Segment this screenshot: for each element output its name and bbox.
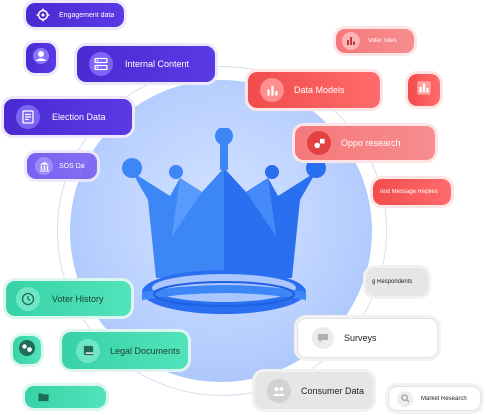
election-data-label: Election Data — [52, 112, 106, 122]
crown-icon — [122, 128, 326, 314]
respondents-label: g Respondents — [372, 279, 413, 285]
legal-documents-label: Legal Documents — [110, 345, 181, 356]
people-icon — [267, 378, 291, 403]
folder-icon — [35, 389, 51, 405]
oppo-research-pill[interactable]: Oppo research — [295, 126, 435, 160]
chat-icon — [312, 327, 334, 349]
outer-ring — [57, 66, 387, 396]
gear-icon — [34, 6, 52, 24]
data-models-label: Data Models — [294, 85, 345, 95]
search-icon — [397, 390, 413, 407]
people-icon-tile[interactable] — [13, 336, 41, 364]
user-icon-tile[interactable] — [26, 43, 56, 73]
building-icon — [35, 157, 53, 175]
folder-pill[interactable] — [25, 386, 106, 408]
legal-documents-pill[interactable]: Legal Documents — [62, 332, 188, 369]
user-icon — [32, 47, 50, 70]
bar-chart-tile[interactable] — [408, 74, 440, 106]
shapes-icon — [307, 131, 331, 155]
election-data-pill[interactable]: Election Data — [4, 99, 132, 135]
people-icon — [18, 339, 36, 362]
internal-content-label: Internal Content — [125, 59, 190, 69]
consumer-data-label: Consumer Data — [301, 385, 365, 396]
text-message-replies-pill[interactable]: Text Message Replies — [373, 179, 451, 205]
data-models-pill[interactable]: Data Models — [248, 72, 380, 108]
sos-data-pill[interactable]: SOS Da — [27, 153, 97, 179]
engagement-data-pill[interactable]: Engagement data — [26, 3, 124, 27]
surveys-pill[interactable]: Surveys — [297, 318, 438, 358]
document-list-icon — [16, 105, 40, 129]
text-message-replies-label: Text Message Replies — [379, 189, 438, 195]
oppo-research-label: Oppo research — [341, 138, 401, 148]
bar-chart-icon — [416, 80, 432, 101]
respondents-pill[interactable]: g Respondents — [366, 268, 428, 296]
voter-history-pill[interactable]: Voter History — [6, 281, 131, 316]
engagement-data-label: Engagement data — [59, 11, 115, 19]
voter-roles-pill[interactable]: Voter roles — [336, 29, 414, 53]
voter-roles-label: Voter roles — [368, 38, 397, 44]
server-icon — [89, 52, 113, 76]
market-research-pill[interactable]: Market Research — [388, 386, 481, 411]
book-icon — [76, 338, 100, 363]
voter-history-label: Voter History — [52, 293, 104, 304]
sos-data-label: SOS Da — [59, 162, 85, 170]
bar-chart-icon — [260, 78, 284, 102]
bar-chart-icon — [342, 32, 360, 50]
internal-content-pill[interactable]: Internal Content — [77, 46, 215, 82]
history-icon — [16, 286, 40, 311]
market-research-label: Market Research — [421, 395, 467, 402]
consumer-data-pill[interactable]: Consumer Data — [255, 372, 373, 409]
surveys-label: Surveys — [344, 333, 377, 343]
